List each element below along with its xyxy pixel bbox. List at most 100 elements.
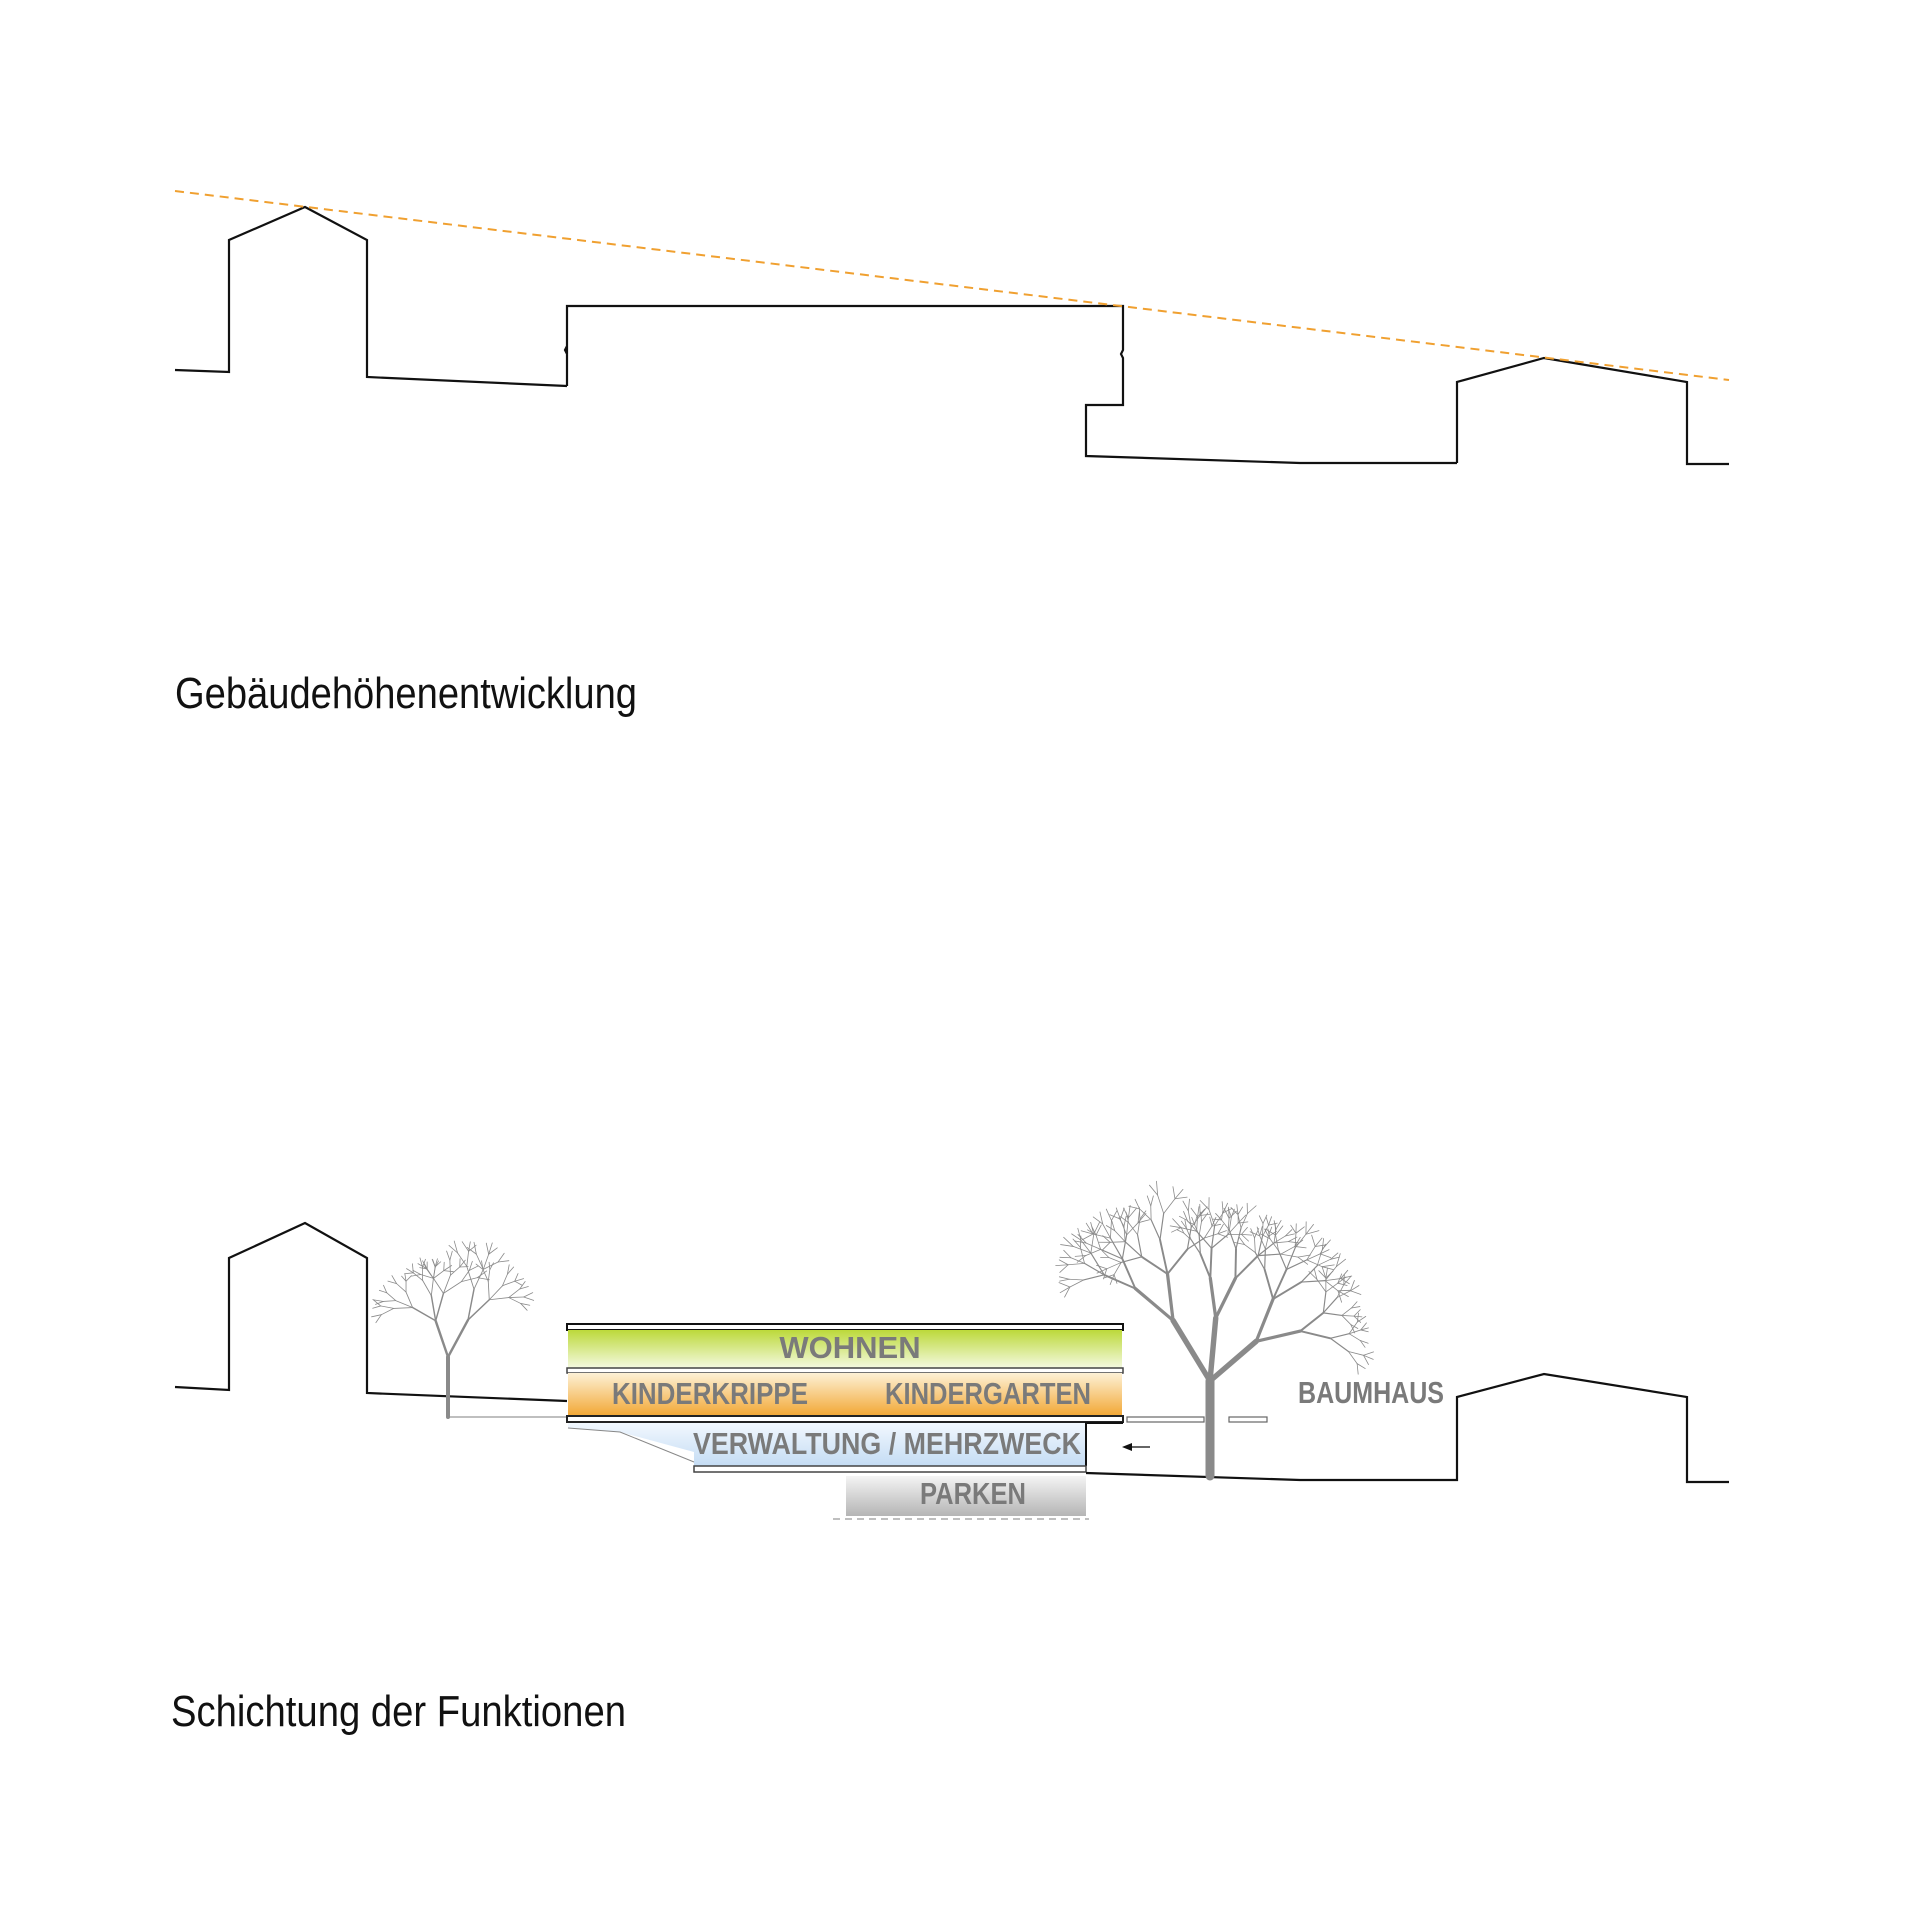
tree-branch bbox=[378, 1289, 388, 1294]
tree-branch bbox=[1228, 1216, 1232, 1231]
tree-branch bbox=[1198, 1234, 1201, 1255]
tree-branch bbox=[1314, 1237, 1323, 1247]
tree-branch bbox=[1321, 1264, 1335, 1268]
tree-branch bbox=[1207, 1315, 1219, 1384]
tree-branch bbox=[430, 1294, 437, 1322]
entrance-arrow-icon bbox=[1122, 1443, 1150, 1451]
tree-branch bbox=[1159, 1238, 1169, 1275]
tree-branch bbox=[1241, 1227, 1248, 1235]
tree-branch bbox=[1254, 1251, 1266, 1271]
tree-branch bbox=[1359, 1340, 1366, 1348]
terrace-slab-1 bbox=[1126, 1416, 1205, 1423]
tree-branch bbox=[1069, 1279, 1085, 1288]
tree-branch bbox=[1351, 1301, 1358, 1309]
tree-branch bbox=[1059, 1278, 1070, 1282]
tree-branch bbox=[419, 1257, 423, 1268]
tree-branch bbox=[1077, 1227, 1082, 1241]
tree-branch bbox=[1316, 1278, 1327, 1293]
tree-branch bbox=[1343, 1275, 1352, 1286]
tree-branch bbox=[1221, 1201, 1224, 1214]
tree-branch bbox=[1211, 1223, 1222, 1227]
tree-branch bbox=[508, 1288, 521, 1298]
tree-branch bbox=[1234, 1242, 1245, 1245]
tree-branch bbox=[523, 1296, 535, 1301]
tree-branch bbox=[477, 1270, 488, 1279]
tree-branch bbox=[1363, 1354, 1369, 1365]
label-kinderkrippe: KINDERKRIPPE bbox=[612, 1376, 808, 1411]
slab-3 bbox=[693, 1465, 1087, 1473]
tree-branch bbox=[1348, 1351, 1364, 1356]
tree-branch bbox=[1215, 1213, 1222, 1221]
tree-branch bbox=[1166, 1248, 1189, 1275]
tree-branch bbox=[1353, 1309, 1361, 1317]
tree-branch bbox=[475, 1263, 484, 1270]
tree-branch bbox=[1102, 1235, 1111, 1243]
tree-branch bbox=[520, 1303, 528, 1311]
tree-branch bbox=[1241, 1233, 1253, 1236]
tree-branch bbox=[1341, 1315, 1352, 1325]
tree-branch bbox=[1190, 1239, 1201, 1255]
tree-branch bbox=[1297, 1256, 1309, 1265]
tree-branch bbox=[497, 1252, 505, 1263]
tree-branch bbox=[502, 1280, 516, 1287]
right-house-outline bbox=[1455, 356, 1729, 466]
tree-branch bbox=[1228, 1229, 1237, 1250]
tree-branch bbox=[1124, 1241, 1143, 1258]
tree-branch bbox=[485, 1242, 490, 1255]
tree-branch bbox=[1341, 1315, 1355, 1317]
tree-branch bbox=[1272, 1268, 1288, 1301]
tree-branch bbox=[1210, 1225, 1216, 1249]
tree-branch bbox=[1249, 1231, 1261, 1237]
tree-branch bbox=[419, 1267, 428, 1270]
tree-branch bbox=[1113, 1274, 1118, 1284]
tree-branch bbox=[1294, 1237, 1301, 1247]
terrace-slab-2 bbox=[1228, 1416, 1268, 1423]
slab-2 bbox=[566, 1415, 1124, 1423]
tree-branch bbox=[1306, 1259, 1323, 1268]
tree-branch bbox=[1318, 1270, 1327, 1279]
tree-branch bbox=[382, 1300, 397, 1302]
tree-branch bbox=[1137, 1219, 1150, 1224]
tree-branch bbox=[1268, 1222, 1278, 1226]
tree-branch bbox=[1109, 1241, 1126, 1243]
tree-branch bbox=[401, 1275, 407, 1282]
tree-branch bbox=[1159, 1212, 1165, 1241]
tree-branch bbox=[1223, 1207, 1230, 1219]
tree-branch bbox=[1221, 1219, 1230, 1231]
tree-branch bbox=[1139, 1208, 1152, 1221]
tree-branch bbox=[371, 1314, 382, 1318]
tree-branch bbox=[432, 1259, 436, 1268]
baumhaus-tree-icon bbox=[1055, 1180, 1374, 1481]
tree-branch bbox=[1316, 1248, 1323, 1266]
tree-branch bbox=[1174, 1196, 1188, 1200]
tree-branch bbox=[1343, 1274, 1345, 1286]
tree-branch bbox=[1208, 1209, 1216, 1227]
tree-branch bbox=[1222, 1207, 1233, 1214]
tree-branch bbox=[1264, 1248, 1266, 1271]
tree-branch bbox=[372, 1305, 382, 1309]
tree-branch bbox=[1325, 1270, 1334, 1279]
tree-branch bbox=[1080, 1230, 1094, 1235]
tree-branch bbox=[1265, 1216, 1269, 1226]
tree-branch bbox=[1259, 1226, 1263, 1237]
tree-branch bbox=[1187, 1198, 1190, 1212]
tree-branch bbox=[393, 1307, 414, 1309]
tree-branch bbox=[1108, 1257, 1122, 1263]
tree-branch bbox=[1360, 1329, 1369, 1333]
tree-branch bbox=[468, 1260, 473, 1271]
tree-branch bbox=[1262, 1214, 1268, 1224]
tree-branch bbox=[1330, 1252, 1339, 1260]
tree-branch bbox=[1150, 1195, 1154, 1207]
tree-branch bbox=[1186, 1228, 1192, 1241]
label-wohnen: WOHNEN bbox=[779, 1330, 920, 1365]
tree-branch bbox=[1165, 1272, 1175, 1323]
tree-branch bbox=[1178, 1215, 1188, 1221]
tree-branch bbox=[448, 1245, 458, 1254]
tree-branch bbox=[1201, 1212, 1209, 1223]
tree-branch bbox=[1227, 1217, 1230, 1235]
tree-branch bbox=[1099, 1211, 1104, 1225]
tree-branch bbox=[1280, 1253, 1299, 1258]
tree-branch bbox=[1319, 1249, 1330, 1255]
tree-branch bbox=[1191, 1216, 1196, 1226]
label-baumhaus: BAUMHAUS bbox=[1298, 1375, 1444, 1410]
